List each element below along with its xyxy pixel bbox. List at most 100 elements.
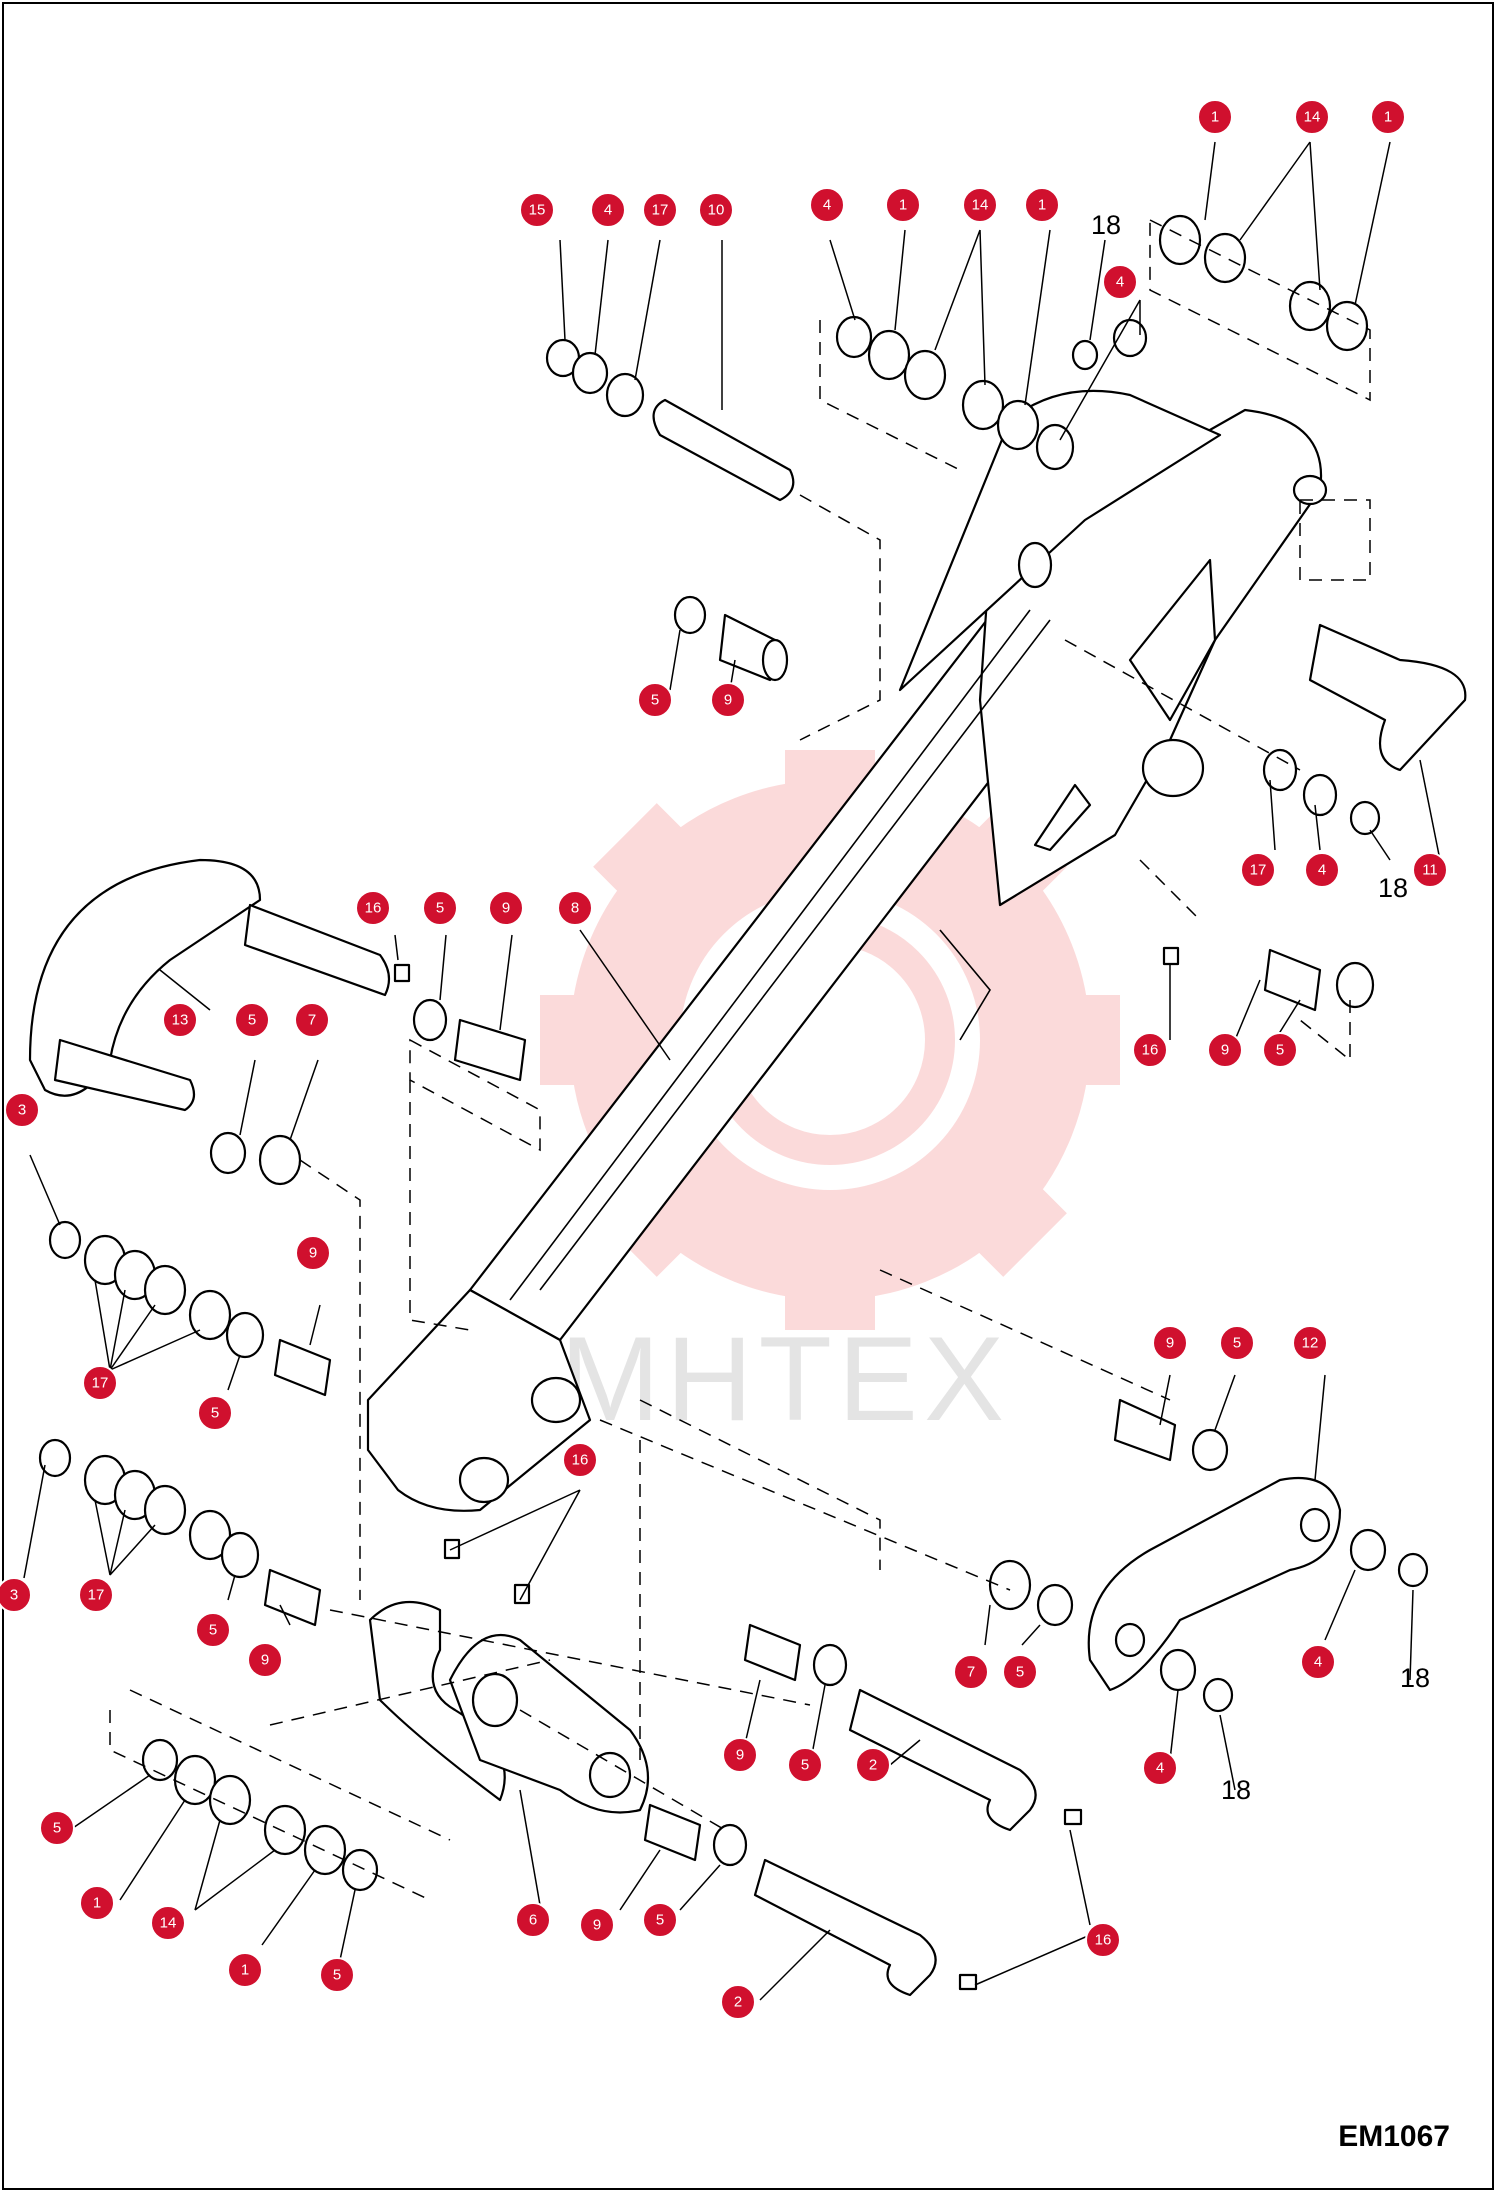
callout-badge <box>1240 852 1276 888</box>
callout-number: 9 <box>1166 1335 1174 1352</box>
callout-badge <box>79 1885 115 1921</box>
washer-stack-bottom-left <box>141 1738 379 1892</box>
yoke <box>368 1538 650 1814</box>
callout-number: 5 <box>248 1012 256 1029</box>
callout-5: 5 <box>39 1810 75 1846</box>
callout-badge <box>1262 1032 1298 1068</box>
diagram-code: EM1067 <box>1338 2120 1450 2153</box>
callout-1: 1 <box>227 1952 263 1988</box>
callout-5: 5 <box>1002 1654 1038 1690</box>
callout-number: 1 <box>1384 109 1392 126</box>
callout-badge <box>1294 99 1330 135</box>
part-label-18: 18 <box>1091 210 1121 240</box>
callout-16: 16 <box>1132 1032 1168 1068</box>
callout-number: 17 <box>92 1375 109 1392</box>
callout-badge <box>234 1002 270 1038</box>
callout-5: 5 <box>195 1612 231 1648</box>
callout-badge <box>637 682 673 718</box>
callout-number: 9 <box>1221 1042 1229 1059</box>
callout-badge <box>720 1984 756 2020</box>
callout-number: 16 <box>1095 1932 1112 1949</box>
callout-badge <box>197 1395 233 1431</box>
callout-badge <box>787 1747 823 1783</box>
callout-number: 4 <box>1314 1654 1322 1671</box>
callout-9: 9 <box>722 1737 758 1773</box>
callout-number: 4 <box>823 197 831 214</box>
callout-5: 5 <box>422 890 458 926</box>
callout-3: 3 <box>4 1092 40 1128</box>
washer-stack-top <box>835 315 1148 471</box>
callout-1: 1 <box>79 1885 115 1921</box>
pin-right <box>1162 623 1467 1012</box>
callout-badge <box>1152 1325 1188 1361</box>
callout-number: 5 <box>651 692 659 709</box>
callout-number: 17 <box>88 1587 105 1604</box>
link-left <box>28 858 527 1186</box>
callout-badge <box>1219 1325 1255 1361</box>
callout-number: 9 <box>724 692 732 709</box>
washer-stack-top-right <box>1158 214 1369 352</box>
callout-number: 1 <box>93 1895 101 1912</box>
callout-17: 17 <box>82 1365 118 1401</box>
callout-number: 9 <box>502 900 510 917</box>
callout-number: 1 <box>1211 109 1219 126</box>
callout-number: 3 <box>18 1102 26 1119</box>
callout-badge <box>1292 1325 1328 1361</box>
callout-4: 4 <box>1142 1750 1178 1786</box>
callout-badge <box>710 682 746 718</box>
callout-5: 5 <box>787 1747 823 1783</box>
callout-badge <box>579 1907 615 1943</box>
callout-7: 7 <box>294 1002 330 1038</box>
callout-number: 11 <box>1422 862 1438 879</box>
callout-badge <box>295 1235 331 1271</box>
callout-5: 5 <box>1262 1032 1298 1068</box>
callout-badge <box>1132 1032 1168 1068</box>
callout-7: 7 <box>953 1654 989 1690</box>
callout-number: 4 <box>604 202 612 219</box>
callout-badge <box>515 1902 551 1938</box>
callout-number: 5 <box>53 1820 61 1837</box>
callout-number: 5 <box>801 1757 809 1774</box>
callout-11: 11 <box>1412 852 1448 888</box>
callout-badge <box>488 890 524 926</box>
callout-16: 16 <box>355 890 391 926</box>
callout-badge <box>355 890 391 926</box>
washer-stack-left-lower <box>38 1438 322 1627</box>
callout-9: 9 <box>247 1642 283 1678</box>
callout-badge <box>294 1002 330 1038</box>
callout-14: 14 <box>1294 99 1330 135</box>
callout-badge <box>1370 99 1406 135</box>
callout-number: 4 <box>1116 274 1124 291</box>
callout-number: 14 <box>972 197 989 214</box>
pins-bottom <box>643 1623 1083 1997</box>
callout-badge <box>1142 1750 1178 1786</box>
callout-4: 4 <box>1102 264 1138 300</box>
watermark-text: MHTEX <box>560 1312 1010 1446</box>
callout-badge <box>4 1092 40 1128</box>
callout-badge <box>150 1905 186 1941</box>
arm-assembly <box>366 389 1328 1512</box>
callout-badge <box>1300 1644 1336 1680</box>
callout-number: 4 <box>1318 862 1326 879</box>
callout-15: 15 <box>519 192 555 228</box>
callout-badge <box>1002 1654 1038 1690</box>
callout-number: 5 <box>1276 1042 1284 1059</box>
callout-badge <box>953 1654 989 1690</box>
callout-number: 5 <box>1016 1664 1024 1681</box>
callout-4: 4 <box>1304 852 1340 888</box>
callout-number: 9 <box>593 1917 601 1934</box>
callout-4: 4 <box>590 192 626 228</box>
callout-16: 16 <box>1085 1922 1121 1958</box>
callout-number: 2 <box>734 1994 742 2011</box>
callout-number: 14 <box>1304 109 1321 126</box>
callout-9: 9 <box>295 1235 331 1271</box>
callout-badge <box>422 890 458 926</box>
callout-badge <box>1197 99 1233 135</box>
callout-number: 6 <box>529 1912 537 1929</box>
callout-number: 15 <box>529 202 546 219</box>
callout-8: 8 <box>557 890 593 926</box>
callout-5: 5 <box>1219 1325 1255 1361</box>
callout-number: 5 <box>333 1967 341 1984</box>
callout-number: 8 <box>571 900 579 917</box>
